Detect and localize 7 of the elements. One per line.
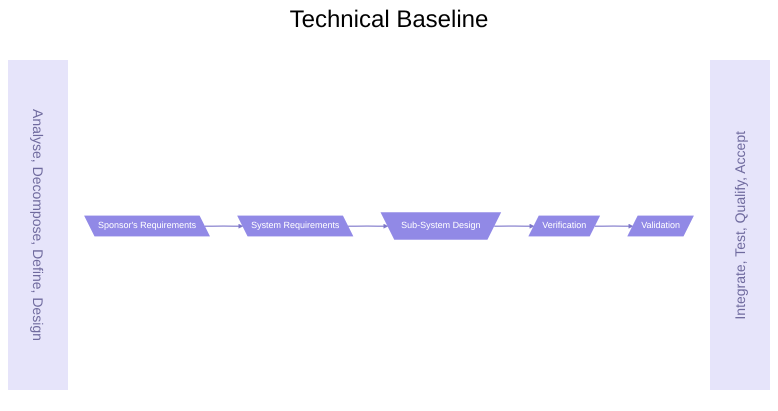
arrow-label: Analyse, Decompose, Define, Design bbox=[30, 109, 46, 341]
diagram-title: Technical Baseline bbox=[288, 6, 490, 34]
arrow bbox=[204, 223, 244, 228]
arrow bbox=[348, 223, 388, 228]
arrow bbox=[494, 223, 534, 228]
arrow bbox=[594, 223, 634, 228]
arrow-label: Integrate, Test, Qualify, Accept bbox=[732, 130, 748, 320]
